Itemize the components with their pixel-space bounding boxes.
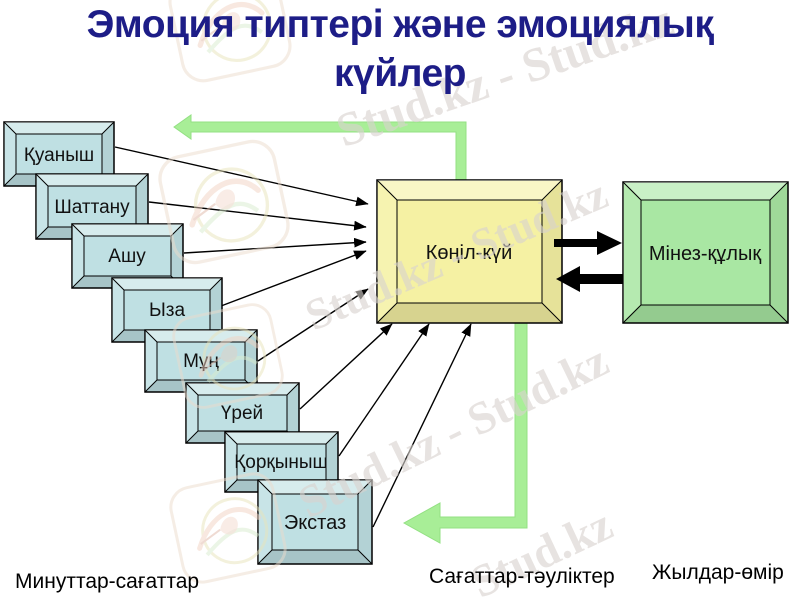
slide-title-line2: күйлер (334, 52, 466, 95)
emotion-box-label: Қуаныш (24, 145, 94, 166)
feedback-arrow-bottom (402, 322, 528, 544)
mood-to-behavior-arrow (554, 231, 622, 255)
emotion-box-label: Экстаз (284, 512, 346, 534)
arrow-ashu-to-mood (183, 237, 367, 254)
emotion-box-ekstaz: Экстаз (257, 479, 373, 565)
slide-title: Эмоция типтері және эмоциялық күйлер (0, 0, 800, 98)
behavior-box: Мінез-құлық (622, 181, 789, 324)
timescale-label-years-life: Жылдар-өмір (652, 561, 784, 584)
arrow-shattanu-to-mood (148, 201, 367, 231)
emotion-box-label: Ашу (108, 246, 146, 267)
behavior-box-label: Мінез-құлық (649, 243, 761, 265)
timescale-label-minutes-hours: Минуттар-сағаттар (15, 570, 200, 593)
arrow-yza-to-mood (220, 250, 367, 307)
emotion-box-label: Шаттану (54, 197, 130, 218)
emotion-box-label: Үрей (221, 403, 263, 424)
arrow-urei-to-mood (299, 323, 393, 410)
mood-box: Көңіл-күй (376, 179, 563, 324)
emotion-box-label: Қорқыныш (234, 452, 328, 473)
stud-kz-logo-watermark (172, 303, 284, 409)
behavior-to-mood-arrow (556, 266, 623, 292)
emotion-box-label: Ыза (149, 300, 186, 321)
timescale-label-hours-days: Сағаттар-тәуліктер (429, 565, 615, 588)
emotion-box-korkynysh: Қорқыныш (224, 431, 339, 493)
mood-box-label: Көңіл-күй (426, 242, 513, 264)
stud-kz-logo-watermark (169, 472, 287, 584)
emotion-box-shattanu: Шаттану (35, 173, 149, 240)
arrow-kuanysh-to-mood (114, 146, 369, 207)
stud-kz-logo-watermark (158, 139, 290, 265)
arrow-ekstaz-to-mood (372, 323, 472, 528)
slide-title-line1: Эмоция типтері және эмоциялық (86, 3, 714, 46)
stud-kz-watermark-text: Stud.kz - Stud.kz (290, 334, 616, 528)
stud-kz-logo-watermark (168, 0, 292, 83)
arrow-korkynysh-to-mood (338, 323, 430, 457)
